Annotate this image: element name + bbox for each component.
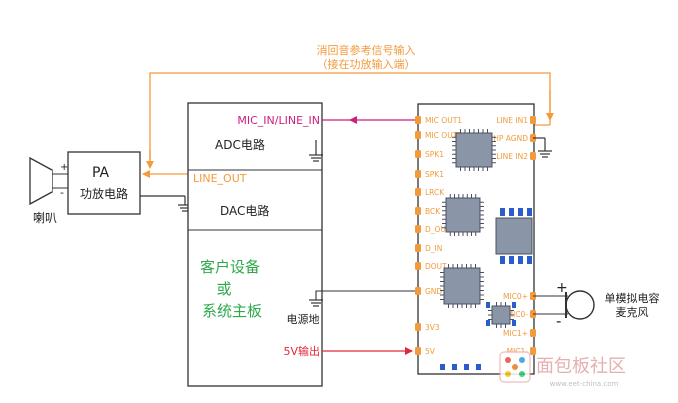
mic-label-line2: 麦克风 — [616, 306, 649, 319]
module-pin-left-label: DOUT — [425, 262, 447, 271]
module-chip-2 — [445, 197, 481, 233]
module-pin-left — [415, 131, 421, 139]
host-dac-label: DAC电路 — [220, 203, 269, 218]
module-pin-right-label: LINE IN2 — [496, 152, 528, 161]
power-ground-icon — [309, 299, 323, 307]
module-pin-right-label: MIC0+ — [503, 292, 528, 301]
host-line-out-label: LINE_OUT — [193, 172, 247, 185]
ground-wire — [315, 290, 415, 300]
watermark-text: 面包板社区 — [536, 356, 626, 377]
module-pin-left-label: LRCK — [425, 188, 445, 197]
module-pin-left — [415, 207, 421, 215]
module-pin-left-label: BCK — [425, 207, 441, 216]
module-pin-left — [415, 188, 421, 196]
module-pin-right — [530, 329, 536, 337]
module-pin-right-label: HP AGND — [493, 134, 528, 143]
module-pin-right-label: LINE IN1 — [496, 116, 528, 125]
pa-ground-icon — [140, 195, 192, 212]
module-pin-left-label: MIC OUT1 — [425, 116, 462, 125]
pa-minus-mark: - — [60, 186, 64, 199]
module-pin-left — [415, 347, 421, 355]
module-pin-left-label: MIC OUT2 — [425, 131, 462, 140]
host-main-line1: 客户设备 — [200, 258, 260, 276]
module-pin-left — [415, 116, 421, 124]
module-pin-left — [415, 287, 421, 295]
echo-ref-title: 消回音参考信号输入 — [317, 43, 416, 57]
module-pin-left — [415, 323, 421, 331]
host-main-line3: 系统主板 — [202, 302, 262, 320]
pa-plus-mark: + — [60, 162, 68, 173]
microphone-icon — [565, 290, 595, 320]
module-pin-left-label: GND — [425, 287, 442, 296]
pa-desc: 功放电路 — [80, 186, 128, 201]
module-pin-left — [415, 170, 421, 178]
module-pin-left-label: SPK1 — [425, 150, 444, 159]
module-pin-left — [415, 262, 421, 270]
host-mic-in-label: MIC_IN/LINE_IN — [237, 114, 320, 127]
mic-minus-mark: - — [556, 312, 561, 330]
pa-box — [67, 151, 141, 215]
host-board — [187, 102, 323, 387]
echo-ref-subtitle: （接在功放输入端） — [317, 57, 416, 71]
module-pin-left — [415, 244, 421, 252]
module-pin-left-label: 5V — [425, 347, 436, 356]
power-5v-label: 5V输出 — [283, 344, 320, 358]
module-pin-right-label: MIC1+ — [503, 329, 528, 338]
module-pin-right-label: MIC0- — [507, 310, 529, 319]
speaker-label: 喇叭 — [33, 210, 57, 225]
module-pin-left-label: D_OUT — [425, 225, 451, 234]
module-passives — [440, 208, 532, 370]
power-ground-label: 电源地 — [287, 312, 320, 326]
hp-agnd-ground-icon — [533, 137, 552, 158]
watermark-url: www.eet-china.com — [550, 380, 619, 388]
module-chip-1 — [455, 132, 493, 168]
module-pin-right — [530, 347, 536, 355]
module-pin-right — [530, 116, 536, 124]
host-main-line2: 或 — [216, 280, 231, 298]
mic-label-line1: 单模拟电容 — [605, 291, 660, 305]
module-chip-3 — [443, 267, 481, 305]
mic-plus-mark: + — [556, 280, 568, 296]
module-pin-left — [415, 225, 421, 233]
module-chip-5 — [495, 217, 533, 255]
module-chip-4 — [491, 305, 511, 325]
speaker-icon — [29, 156, 53, 206]
host-adc-label: ADC电路 — [215, 137, 265, 152]
watermark-logo-icon — [499, 351, 531, 383]
module-pin-left-label: 3V3 — [425, 323, 440, 332]
pa-name: PA — [92, 165, 110, 181]
module-pin-left-label: SPK1 — [425, 170, 444, 179]
adc-ground-icon — [309, 140, 323, 162]
module-chip-pins — [440, 129, 514, 328]
module-pin-left — [415, 150, 421, 158]
module-pin-right — [530, 152, 536, 160]
module-pin-left-label: D_IN — [425, 244, 442, 253]
